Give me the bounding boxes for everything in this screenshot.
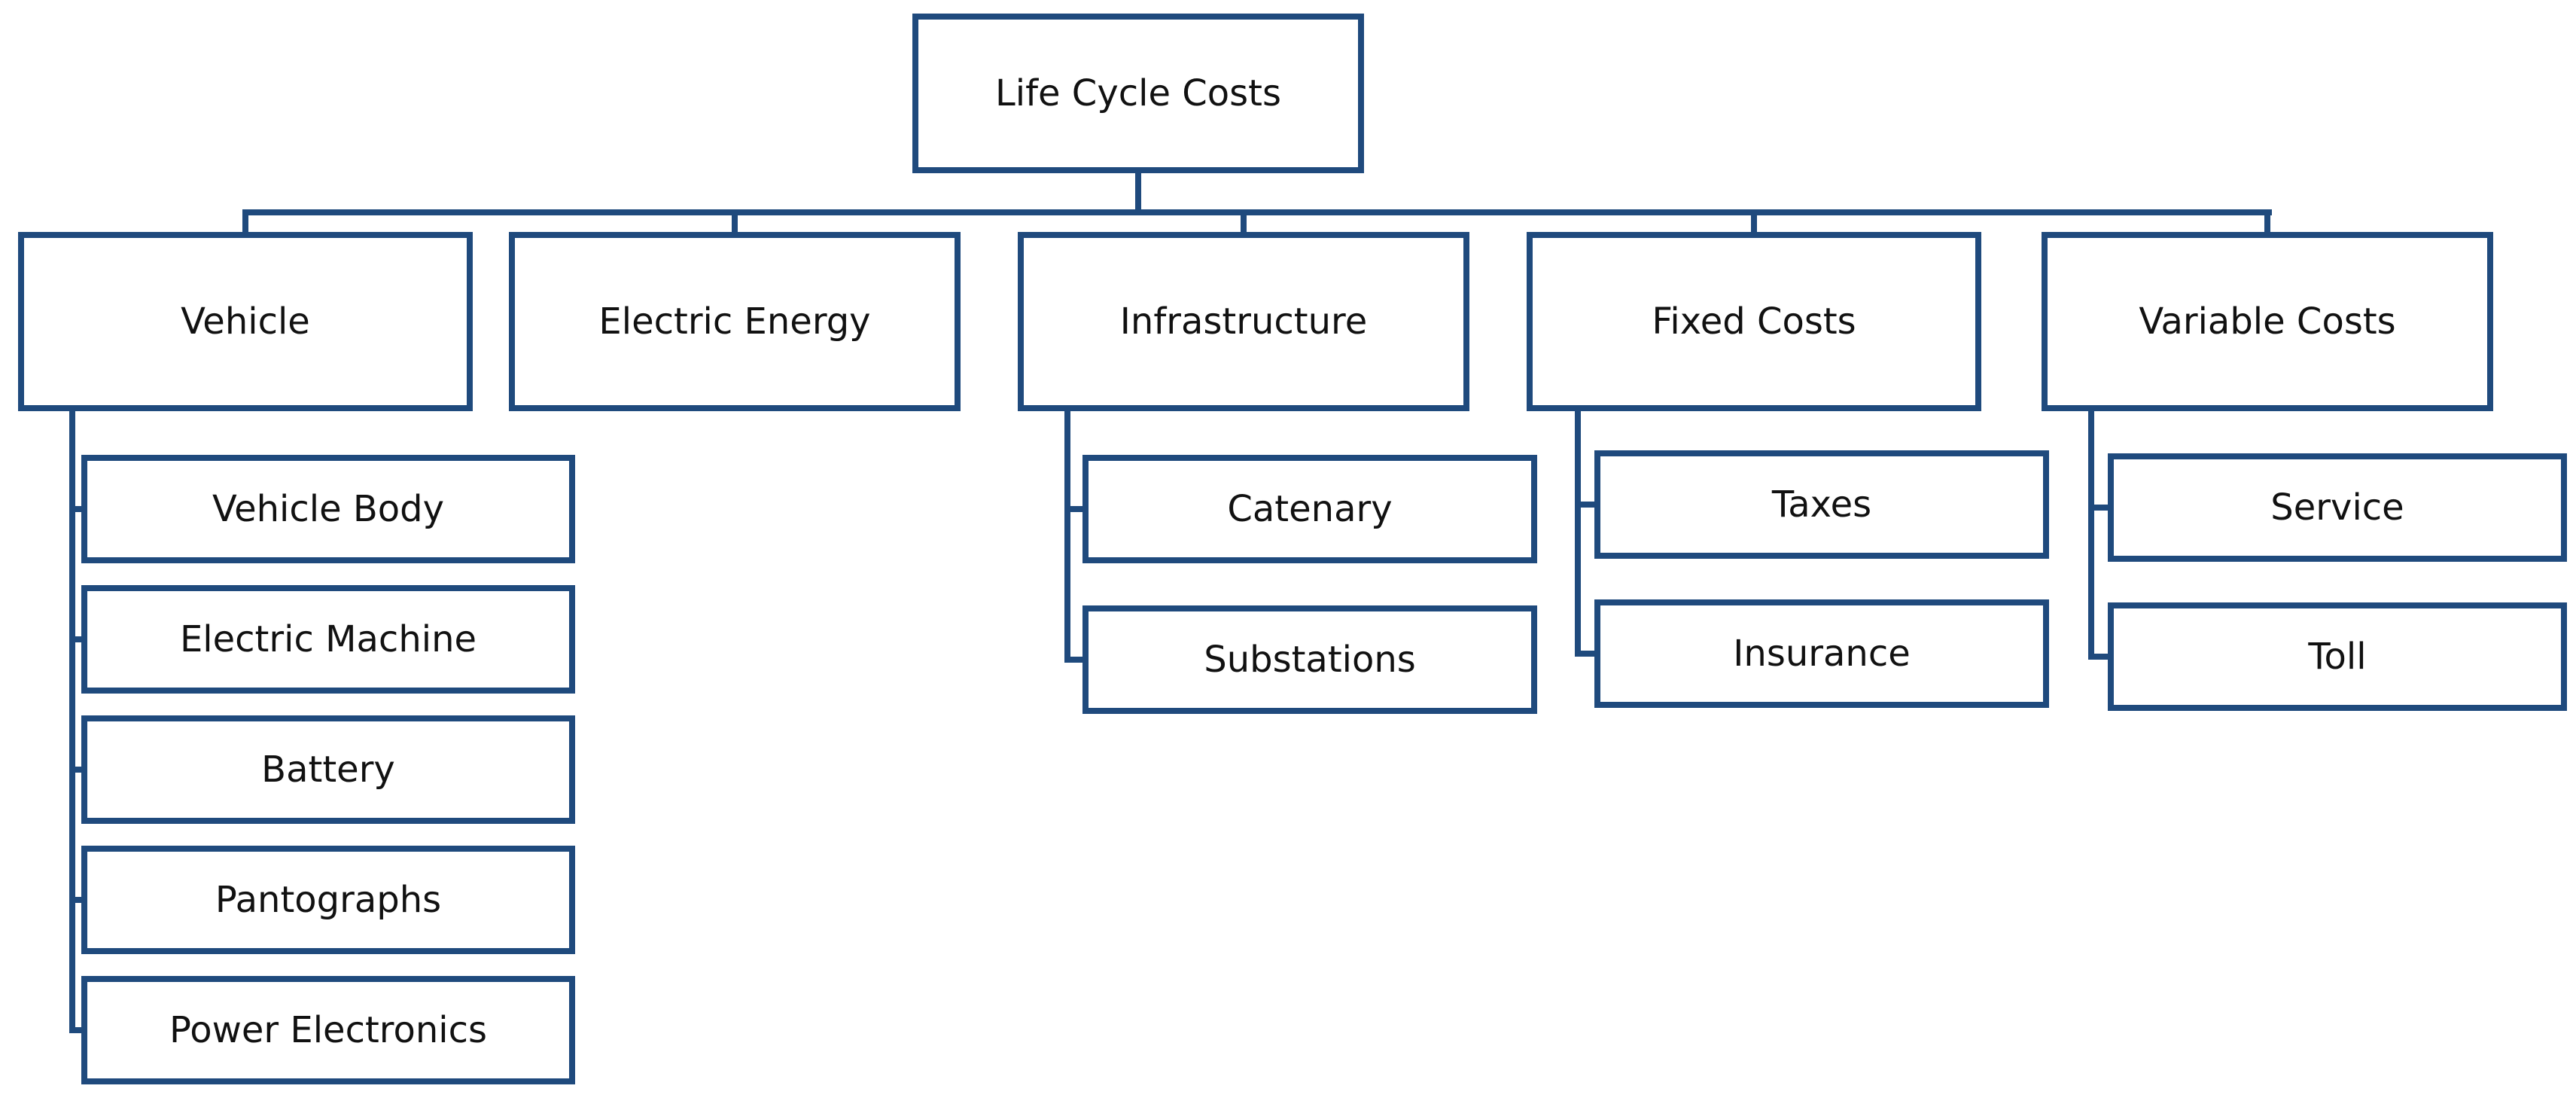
node-pantographs-box (81, 846, 575, 954)
node-taxes-box (1594, 450, 2049, 559)
node-life-cycle-costs-box (912, 14, 1364, 173)
node-vehicle-body: Vehicle Body (81, 455, 575, 563)
node-electric-machine: Electric Machine (81, 585, 575, 694)
node-catenary-box (1082, 455, 1537, 563)
node-vehicle-label: Vehicle (181, 300, 310, 343)
node-variable-costs: Variable Costs (2042, 232, 2493, 411)
node-infrastructure-box (1018, 232, 1469, 411)
node-insurance-box (1594, 599, 2049, 708)
node-pantographs: Pantographs (81, 846, 575, 954)
node-toll-box (2108, 602, 2567, 711)
node-electric-machine-box (81, 585, 575, 694)
node-vehicle-body-label: Vehicle Body (212, 488, 444, 530)
node-service-box (2108, 453, 2567, 562)
node-taxes: Taxes (1594, 450, 2049, 559)
node-substations-box (1082, 605, 1537, 714)
node-power-electronics: Power Electronics (81, 976, 575, 1084)
node-infrastructure: Infrastructure (1018, 232, 1469, 411)
node-service: Service (2108, 453, 2567, 562)
node-vehicle-box (18, 232, 473, 411)
node-substations-label: Substations (1204, 639, 1416, 681)
node-life-cycle-costs: Life Cycle Costs (912, 14, 1364, 173)
node-electric-energy-box (509, 232, 961, 411)
node-variable-costs-box (2042, 232, 2493, 411)
node-variable-costs-label: Variable Costs (2139, 300, 2395, 343)
node-battery-label: Battery (261, 749, 395, 791)
node-catenary: Catenary (1082, 455, 1537, 563)
node-fixed-costs: Fixed Costs (1527, 232, 1981, 411)
node-vehicle-body-box (81, 455, 575, 563)
node-toll-label: Toll (2307, 636, 2366, 678)
node-catenary-label: Catenary (1227, 488, 1392, 530)
node-substations: Substations (1082, 605, 1537, 714)
node-power-electronics-box (81, 976, 575, 1084)
node-taxes-label: Taxes (1771, 483, 1871, 526)
node-electric-energy-label: Electric Energy (598, 300, 870, 343)
node-service-label: Service (2270, 486, 2404, 529)
node-life-cycle-costs-label: Life Cycle Costs (995, 72, 1281, 114)
node-electric-machine-label: Electric Machine (180, 618, 477, 660)
node-insurance: Insurance (1594, 599, 2049, 708)
node-battery: Battery (81, 715, 575, 824)
node-battery-box (81, 715, 575, 824)
node-pantographs-label: Pantographs (215, 879, 441, 921)
node-fixed-costs-box (1527, 232, 1981, 411)
node-infrastructure-label: Infrastructure (1120, 300, 1367, 343)
node-power-electronics-label: Power Electronics (169, 1009, 487, 1051)
node-electric-energy: Electric Energy (509, 232, 961, 411)
node-vehicle: Vehicle (18, 232, 473, 411)
node-insurance-label: Insurance (1733, 633, 1911, 675)
connectors (69, 167, 2272, 1033)
node-fixed-costs-label: Fixed Costs (1652, 300, 1856, 343)
node-toll: Toll (2108, 602, 2567, 711)
